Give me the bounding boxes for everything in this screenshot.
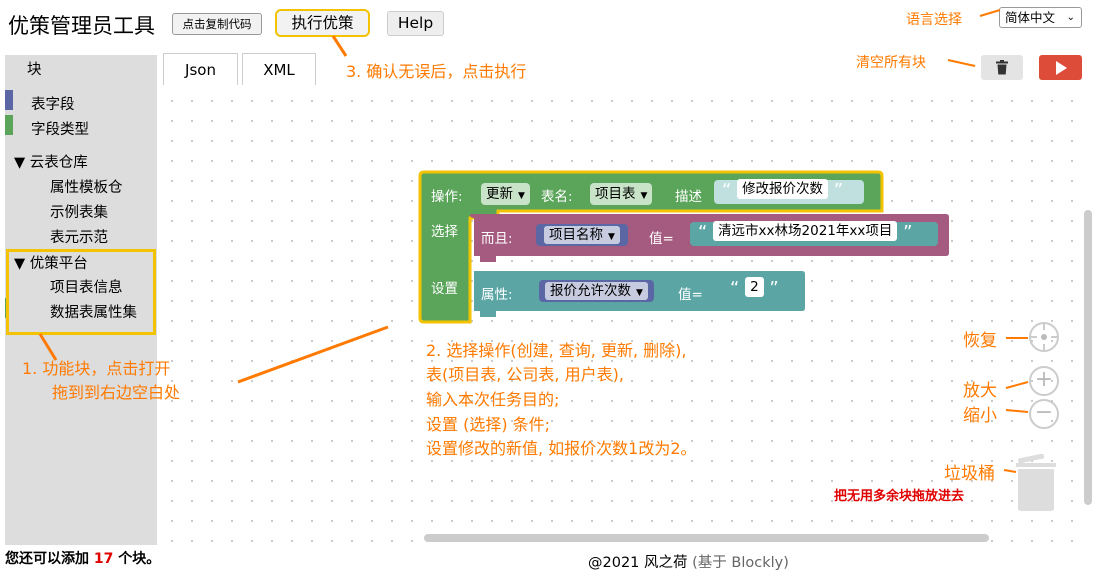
annotation-step2-line: 2. 选择操作(创建, 查询, 更新, 删除),: [426, 341, 687, 360]
block-limit-prefix: 您还可以添加: [5, 551, 89, 567]
caret-down-icon: ▼: [608, 232, 615, 242]
clear-all-button[interactable]: [981, 55, 1023, 80]
annotation-step2-line: 设置 (选择) 条件;: [426, 415, 551, 434]
op-label: 操作:: [431, 189, 463, 205]
sidebar-item-attr-template[interactable]: 属性模板仓: [50, 180, 123, 196]
help-button[interactable]: Help: [387, 11, 444, 36]
caret-down-icon: ▼: [636, 288, 643, 298]
attr-value[interactable]: 2: [745, 277, 764, 297]
run-play-button[interactable]: [1039, 55, 1082, 80]
annotation-zoom-in: 放大: [963, 381, 997, 401]
attr-field-value: 报价允许次数: [550, 283, 631, 299]
category-color-bar: [5, 115, 13, 135]
where-value[interactable]: 清远市xx林场2021年xx项目: [713, 221, 898, 241]
vertical-scrollbar[interactable]: [1084, 210, 1092, 505]
block-limit-text: 您还可以添加 17 个块。: [5, 548, 160, 568]
desc-label: 描述: [675, 189, 702, 205]
op-dropdown[interactable]: 更新 ▼: [481, 183, 530, 205]
zoom-out-button[interactable]: −: [1029, 399, 1059, 429]
trash-can-icon[interactable]: [1012, 454, 1060, 512]
restore-zoom-button[interactable]: [1029, 322, 1059, 352]
close-quote-icon: ”: [833, 180, 844, 201]
tab-xml[interactable]: XML: [242, 53, 316, 85]
zoom-in-button[interactable]: +: [1029, 366, 1059, 396]
table-value: 项目表: [595, 186, 636, 202]
play-icon: [1055, 60, 1067, 75]
caret-down-icon: ▼: [518, 191, 525, 201]
attr-field-block[interactable]: 报价允许次数 ▼: [539, 280, 654, 302]
op-value: 更新: [486, 186, 513, 202]
attr-label: 属性:: [481, 287, 513, 303]
minus-icon: −: [1034, 400, 1054, 425]
where-field-dropdown[interactable]: 项目名称 ▼: [544, 226, 620, 244]
annotation-step2-line: 设置修改的新值, 如报价次数1改为2。: [426, 439, 697, 458]
copy-code-button[interactable]: 点击复制代码: [172, 13, 262, 35]
sidebar-item-sample-tables[interactable]: 示例表集: [50, 205, 108, 221]
footer-credit-text: @2021 风之荷: [588, 555, 688, 571]
sidebar-item-table-demo[interactable]: 表元示范: [50, 230, 108, 246]
open-quote-icon: “: [730, 278, 740, 299]
sidebar-item-table-field[interactable]: 表字段: [31, 97, 75, 113]
footer-credit-muted: (基于 Blockly): [692, 555, 789, 571]
category-color-bar: [5, 90, 13, 110]
where-eq-label: 值=: [649, 231, 674, 247]
open-quote-icon: “: [698, 222, 708, 243]
table-dropdown[interactable]: 项目表 ▼: [590, 183, 653, 205]
annotation-trash-hint: 把无用多余块拖放进去: [834, 489, 965, 504]
horizontal-scrollbar[interactable]: [424, 534, 989, 542]
sidebar-item-cloud-warehouse[interactable]: ▼ 云表仓库: [14, 155, 88, 171]
attr-eq-label: 值=: [678, 287, 703, 303]
block-limit-suffix: 个块。: [118, 551, 161, 567]
block-limit-count: 17: [93, 551, 114, 567]
attr-field-dropdown[interactable]: 报价允许次数 ▼: [545, 282, 648, 300]
sidebar-item-youce-platform[interactable]: ▼ 优策平台: [14, 256, 88, 272]
select-label: 选择: [431, 224, 458, 240]
sidebar-item-data-attr-set[interactable]: 数据表属性集: [50, 305, 137, 321]
desc-value[interactable]: 修改报价次数: [737, 179, 829, 199]
highlight-box: [6, 249, 156, 335]
desc-string-block[interactable]: “ 修改报价次数 ”: [714, 179, 864, 204]
clear-all-label: 清空所有块: [856, 55, 926, 71]
app-title: 优策管理员工具: [8, 14, 155, 38]
trash-icon: [996, 60, 1008, 75]
annotation-trash: 垃圾桶: [944, 464, 995, 484]
annotation-step2-line: 表(项目表, 公司表, 用户表),: [426, 365, 624, 384]
where-string-block[interactable]: “ 清远市xx林场2021年xx项目 ”: [690, 221, 938, 246]
table-label: 表名:: [541, 189, 573, 205]
annotation-restore: 恢复: [963, 331, 997, 351]
language-selected-value: 简体中文: [1005, 10, 1056, 25]
annotation-step1-line2: 拖到到右边空白处: [52, 383, 181, 402]
sidebar-item-field-type[interactable]: 字段类型: [31, 122, 89, 138]
annotation-step2-line: 输入本次任务目的;: [426, 390, 560, 409]
target-icon: [1031, 324, 1057, 350]
plus-icon: +: [1034, 367, 1054, 392]
sidebar-item-project-info[interactable]: 项目表信息: [50, 280, 123, 296]
set-label: 设置: [431, 281, 458, 297]
tab-blocks[interactable]: 块: [5, 55, 157, 86]
annotation-step3: 3. 确认无误后，点击执行: [346, 62, 527, 81]
toolbox-sidebar: 表字段 字段类型 ▼ 云表仓库 属性模板仓 示例表集 表元示范 ▼ 优策平台 项…: [5, 86, 157, 545]
open-quote-icon: “: [722, 180, 732, 201]
run-button[interactable]: 执行优策: [275, 9, 370, 37]
attr-string-block[interactable]: “ 2 ”: [722, 277, 788, 302]
language-label: 语言选择: [906, 12, 962, 28]
where-label: 而且:: [481, 231, 513, 247]
block-workspace[interactable]: [157, 86, 1091, 545]
chevron-down-icon: ⌄: [1066, 12, 1075, 23]
close-quote-icon: ”: [903, 222, 913, 243]
annotation-step1-line1: 1. 功能块，点击打开: [22, 359, 171, 378]
where-field-block[interactable]: 项目名称 ▼: [536, 224, 628, 246]
caret-down-icon: ▼: [640, 191, 648, 201]
language-select[interactable]: 简体中文 ⌄: [999, 7, 1082, 28]
tab-json[interactable]: Json: [163, 53, 238, 85]
footer-credit: @2021 风之荷 (基于 Blockly): [588, 551, 789, 572]
close-quote-icon: ”: [769, 278, 779, 299]
where-field-value: 项目名称: [549, 227, 603, 243]
annotation-zoom-out: 缩小: [963, 406, 997, 426]
